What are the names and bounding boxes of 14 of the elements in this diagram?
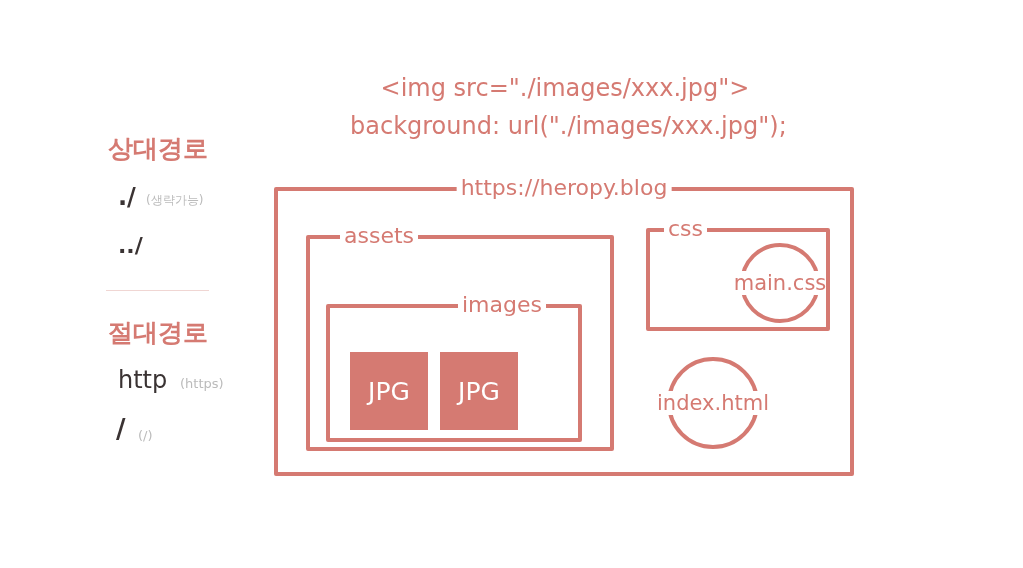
- note: (생략가능): [146, 192, 204, 209]
- note: (/): [138, 428, 153, 443]
- heading: 상대경로: [108, 133, 208, 165]
- file-box: JPG: [440, 352, 518, 430]
- file-box: JPG: [350, 352, 428, 430]
- path-symbol: http: [118, 366, 168, 394]
- heading: 절대경로: [108, 317, 208, 349]
- note: (https): [180, 376, 224, 391]
- file-name: index.html: [657, 391, 769, 415]
- path-symbol: ./: [118, 183, 136, 211]
- code-line: <img src="./images/xxx.jpg">: [379, 74, 751, 102]
- path-symbol: /: [116, 414, 126, 444]
- path-symbol: ../: [118, 233, 143, 258]
- file-name: main.css: [733, 271, 827, 295]
